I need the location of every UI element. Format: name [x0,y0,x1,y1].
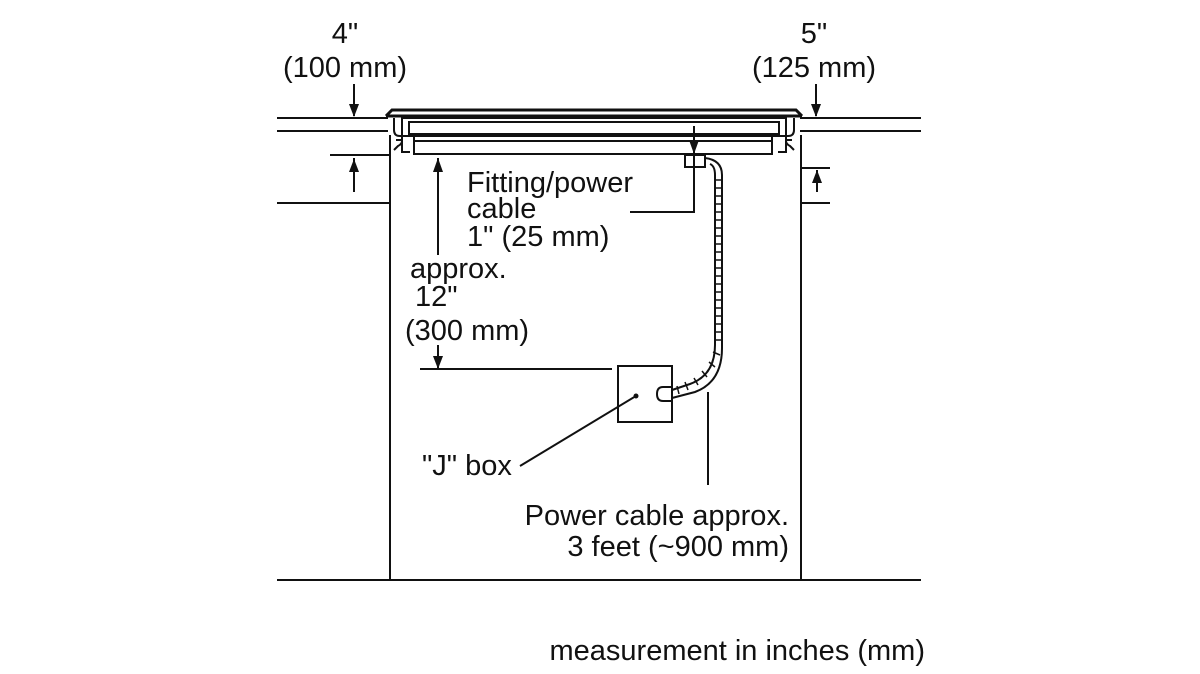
dim-arrow-right-depth [812,170,822,192]
dim-arrow-left-clearance [349,84,359,117]
dim-arrow-right-clearance [811,84,821,117]
right-clearance-inches: 5" [801,18,827,50]
dim-arrow-approx-down [420,345,612,370]
left-clearance-inches: 4" [332,18,358,50]
power-cable-label-line1: Power cable approx. [525,500,789,532]
approx-label-line2: 12" [415,281,458,313]
jbox-label: "J" box [422,450,512,482]
dim-arrow-left-depth [349,158,359,192]
j-box [519,365,673,467]
power-cable [671,157,723,399]
fitting-label-line3: 1" (25 mm) [467,221,609,253]
conduit-ribs [676,179,722,395]
power-cable-label-line2: 3 feet (~900 mm) [567,531,789,563]
fitting-label-line1: Fitting/power [467,167,633,199]
approx-label-line3: (300 mm) [405,315,529,347]
dim-arrow-approx-up [433,158,443,255]
countertop [277,117,921,132]
right-clearance-mm: (125 mm) [752,52,876,84]
dim-arrow-fitting [630,126,699,213]
fitting-label-line2: cable [467,193,536,225]
footer-caption: measurement in inches (mm) [550,635,926,667]
cooktop [384,108,804,155]
approx-label-line1: approx. [410,253,507,285]
left-clearance-mm: (100 mm) [283,52,407,84]
cabinet [277,135,921,581]
